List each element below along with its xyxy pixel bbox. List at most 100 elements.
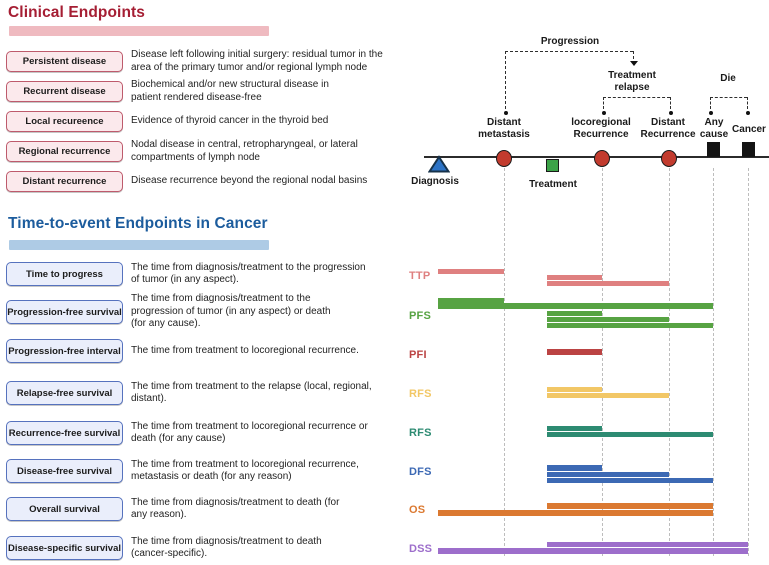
- clinical-row-persistent-disease: Persistent disease Disease left followin…: [6, 49, 400, 73]
- endpoint-bar: [547, 432, 713, 437]
- endpoint-bar: [547, 323, 713, 328]
- endpoint-bar: [547, 393, 669, 398]
- bracket-treatment-relapse-label: Treatment relapse: [608, 70, 656, 93]
- endpoint-box: Distant recurrence: [6, 171, 123, 192]
- endpoint-bar: [547, 387, 602, 392]
- endpoint-box: Disease-free survival: [6, 459, 123, 483]
- tte-row-time-to-progress: Time to progress The time from diagnosis…: [6, 262, 400, 286]
- endpoint-description: Biochemical and/or new structural diseas…: [131, 79, 329, 103]
- event-label-treatment: Treatment: [529, 179, 577, 190]
- event-gridline: [748, 168, 749, 556]
- tte-row-relapse-free-survival: Relapse-free survival The time from trea…: [6, 381, 400, 405]
- recurrence-circle-icon: [661, 150, 677, 167]
- endpoint-box: Progression-free survival: [6, 300, 123, 324]
- event-label-locoregional_recurrence: locoregional Recurrence: [571, 117, 631, 140]
- tte-row-disease-free-survival: Disease-free survival The time from trea…: [6, 459, 400, 483]
- bracket-die-left-drop: [710, 97, 711, 109]
- endpoint-box: Recurrence-free survival: [6, 421, 123, 445]
- tte-row-progression-free-interval: Progression-free interval The time from …: [6, 339, 400, 363]
- endpoint-bar: [438, 298, 504, 309]
- endpoint-description: Nodal disease in central, retropharyngea…: [131, 139, 358, 163]
- endpoint-description: The time from diagnosis/treatment to the…: [131, 293, 331, 330]
- bracket-treatment-relapse-right-dot: [668, 111, 673, 115]
- endpoint-box: Overall survival: [6, 497, 123, 521]
- endpoint-bar: [547, 317, 669, 322]
- bracket-progression-label: Progression: [540, 36, 600, 47]
- endpoint-bar: [547, 472, 669, 477]
- endpoint-bar: [547, 311, 602, 316]
- bracket-treatment-relapse-right-drop: [670, 97, 671, 109]
- treatment-square-icon: [546, 159, 559, 172]
- event-label-distant_recurrence: Distant Recurrence: [640, 117, 696, 140]
- bracket-treatment-relapse-top: [603, 97, 670, 98]
- tte-title-underline: [9, 240, 269, 250]
- clinical-endpoints-title: Clinical Endpoints: [8, 4, 146, 21]
- endpoint-description: The time from treatment to locoregional …: [131, 420, 368, 445]
- clinical-row-recurrent-disease: Recurrent disease Biochemical and/or new…: [6, 79, 400, 103]
- event-label-distant_metastasis: Distant metastasis: [478, 117, 530, 140]
- endpoint-bar: [547, 542, 748, 547]
- bracket-die-top: [710, 97, 747, 98]
- bracket-progression-right-arrow-icon: [629, 61, 638, 66]
- recurrence-circle-icon: [496, 150, 512, 167]
- endpoint-box: Recurrent disease: [6, 81, 123, 102]
- recurrence-circle-icon: [594, 150, 610, 167]
- endpoint-description: The time from treatment to locoregional …: [131, 344, 359, 356]
- event-gridline: [602, 168, 603, 556]
- event-label-cancer: Cancer: [732, 124, 766, 135]
- bar-row-label-dss: DSS: [409, 543, 433, 555]
- tte-endpoints-title: Time-to-event Endpoints in Cancer: [8, 215, 268, 232]
- endpoint-box: Progression-free interval: [6, 339, 123, 363]
- bracket-treatment-relapse-left-drop: [603, 97, 604, 109]
- death-square-icon: [706, 142, 720, 157]
- bracket-die-right-dot: [745, 111, 750, 115]
- endpoint-description: The time from diagnosis/treatment to dea…: [131, 496, 340, 521]
- endpoint-bar: [547, 349, 602, 355]
- endpoint-box: Time to progress: [6, 262, 123, 286]
- event-label-any_cause: Any cause: [699, 117, 729, 140]
- bar-row-label-os: OS: [409, 504, 426, 516]
- endpoint-bar: [438, 548, 748, 554]
- endpoint-box: Regional recurrence: [6, 141, 123, 162]
- endpoint-box: Relapse-free survival: [6, 381, 123, 405]
- endpoint-description: The time from diagnosis/treatment to dea…: [131, 535, 322, 560]
- event-gridline: [713, 168, 714, 556]
- bar-row-label-rfs: RFS: [409, 427, 432, 439]
- clinical-row-regional-recurrence: Regional recurrence Nodal disease in cen…: [6, 139, 400, 163]
- endpoint-bar: [547, 426, 602, 431]
- endpoint-description: The time from treatment to locoregional …: [131, 458, 359, 483]
- bar-row-label-pfi: PFI: [409, 349, 427, 361]
- event-gridline: [504, 168, 505, 556]
- endpoint-description: The time from treatment to the relapse (…: [131, 380, 372, 405]
- tte-row-disease-specific-survival: Disease-specific survival The time from …: [6, 536, 400, 560]
- endpoint-bar: [547, 478, 713, 483]
- endpoint-bar: [504, 303, 713, 309]
- bracket-die-label: Die: [720, 73, 736, 84]
- event-label-diagnosis: Diagnosis: [411, 176, 459, 187]
- tte-row-progression-free-survival: Progression-free survival The time from …: [6, 293, 400, 329]
- endpoint-bar: [547, 281, 669, 286]
- bracket-treatment-relapse-left-dot: [601, 111, 606, 115]
- bracket-progression-left-dot: [503, 111, 508, 115]
- endpoint-bar: [547, 503, 713, 509]
- endpoint-bar: [438, 510, 713, 516]
- bracket-die-right-drop: [747, 97, 748, 109]
- bar-row-label-pfs: PFS: [409, 310, 431, 322]
- clinical-row-local-recurrence: Local recureence Evidence of thyroid can…: [6, 111, 400, 132]
- clinical-title-underline: [9, 26, 269, 36]
- endpoint-description: Evidence of thyroid cancer in the thyroi…: [131, 115, 329, 127]
- clinical-row-distant-recurrence: Distant recurrence Disease recurrence be…: [6, 171, 400, 192]
- bar-row-label-ttp: TTP: [409, 270, 431, 282]
- bracket-progression-left-drop: [505, 51, 506, 109]
- diagnosis-triangle-icon: [427, 155, 451, 173]
- event-gridline: [669, 168, 670, 556]
- bracket-progression-right-drop: [633, 51, 634, 59]
- tte-row-overall-survival: Overall survival The time from diagnosis…: [6, 497, 400, 521]
- tte-row-recurrence-free-survival: Recurrence-free survival The time from t…: [6, 421, 400, 445]
- death-square-icon: [741, 142, 755, 157]
- endpoint-description: The time from diagnosis/treatment to the…: [131, 261, 366, 286]
- bar-row-label-dfs: DFS: [409, 466, 432, 478]
- endpoint-bar: [547, 275, 602, 280]
- bar-row-label-rfs: RFS: [409, 388, 432, 400]
